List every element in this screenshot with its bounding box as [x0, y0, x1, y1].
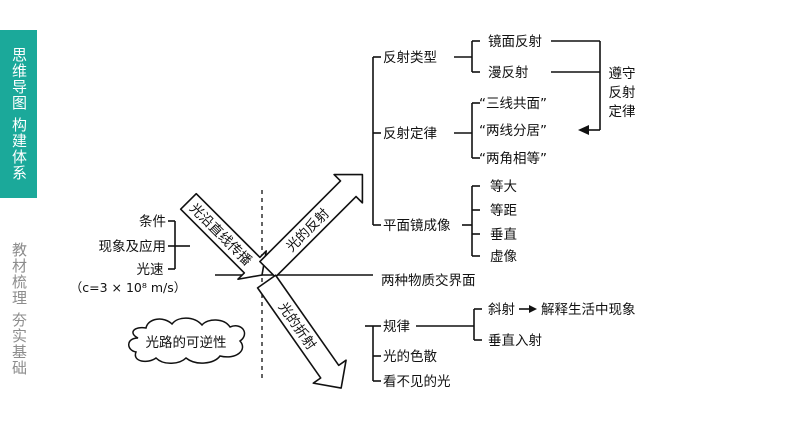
reversibility-cloud: 光路的可逆性 — [128, 317, 246, 364]
obey-label-1: 遵守 — [609, 65, 636, 82]
diffuse-reflection: 漫反射 — [488, 65, 529, 81]
arrow-refraction: 光的折射 — [256, 274, 347, 389]
law-bracket — [454, 102, 480, 159]
reversibility-label: 光路的可逆性 — [146, 335, 227, 351]
plane-mirror-label: 平面镜成像 — [383, 218, 451, 234]
rule-bracket — [416, 308, 482, 341]
left-item-phenomena: 现象及应用 — [99, 238, 167, 255]
interface-label: 两种物质交界面 — [381, 272, 476, 289]
obey-label-2: 反射 — [609, 85, 636, 101]
invisible-light: 看不见的光 — [383, 374, 451, 390]
mirror-perpendicular: 垂直 — [490, 227, 517, 243]
left-item-speed: 光速 — [137, 262, 164, 278]
speed-formula: （c=3 × 10⁸ m/s） — [70, 280, 187, 295]
oblique-incidence: 斜射 — [488, 302, 515, 318]
explain-arrow — [519, 305, 537, 313]
arrow-straight-label: 光沿直线传播 — [186, 200, 255, 269]
specular-reflection: 镜面反射 — [488, 34, 542, 50]
mirror-virtual-image: 虚像 — [490, 249, 518, 265]
arrow-straight-propagation: 光沿直线传播 — [179, 192, 268, 281]
obey-bracket — [551, 40, 601, 135]
sidebar-tab-mindmap-label: 思维导图 构建体系 — [10, 47, 28, 181]
refraction-bracket — [365, 325, 381, 382]
explain-phenomena: 解释生活中现象 — [541, 302, 636, 318]
types-bracket — [454, 40, 480, 73]
law-coplanar: “三线共面” — [479, 96, 547, 112]
mirror-bracket — [462, 185, 480, 257]
mirror-equal-size: 等大 — [490, 178, 517, 195]
mirror-equal-distance: 等距 — [490, 202, 517, 219]
reflection-law-label: 反射定律 — [383, 126, 437, 142]
law-separate: “两线分居” — [479, 123, 547, 139]
perpendicular-incidence: 垂直入射 — [488, 333, 542, 349]
reflection-types-label: 反射类型 — [383, 50, 437, 66]
light-dispersion: 光的色散 — [383, 348, 437, 365]
reflection-bracket — [372, 56, 381, 226]
sidebar-tab-textbook[interactable]: 教材梳理 夯实基础 — [0, 224, 37, 394]
sidebar-tab-textbook-label: 教材梳理 夯实基础 — [10, 242, 28, 376]
arrow-reflection: 光的反射 — [259, 173, 364, 278]
left-bracket — [168, 220, 190, 270]
obey-label-3: 定律 — [609, 104, 636, 120]
sidebar-tab-mindmap[interactable]: 思维导图 构建体系 — [0, 30, 37, 198]
refraction-rule-label: 规律 — [383, 319, 410, 335]
law-equal-angles: “两角相等” — [479, 150, 547, 167]
left-item-condition: 条件 — [139, 213, 166, 230]
